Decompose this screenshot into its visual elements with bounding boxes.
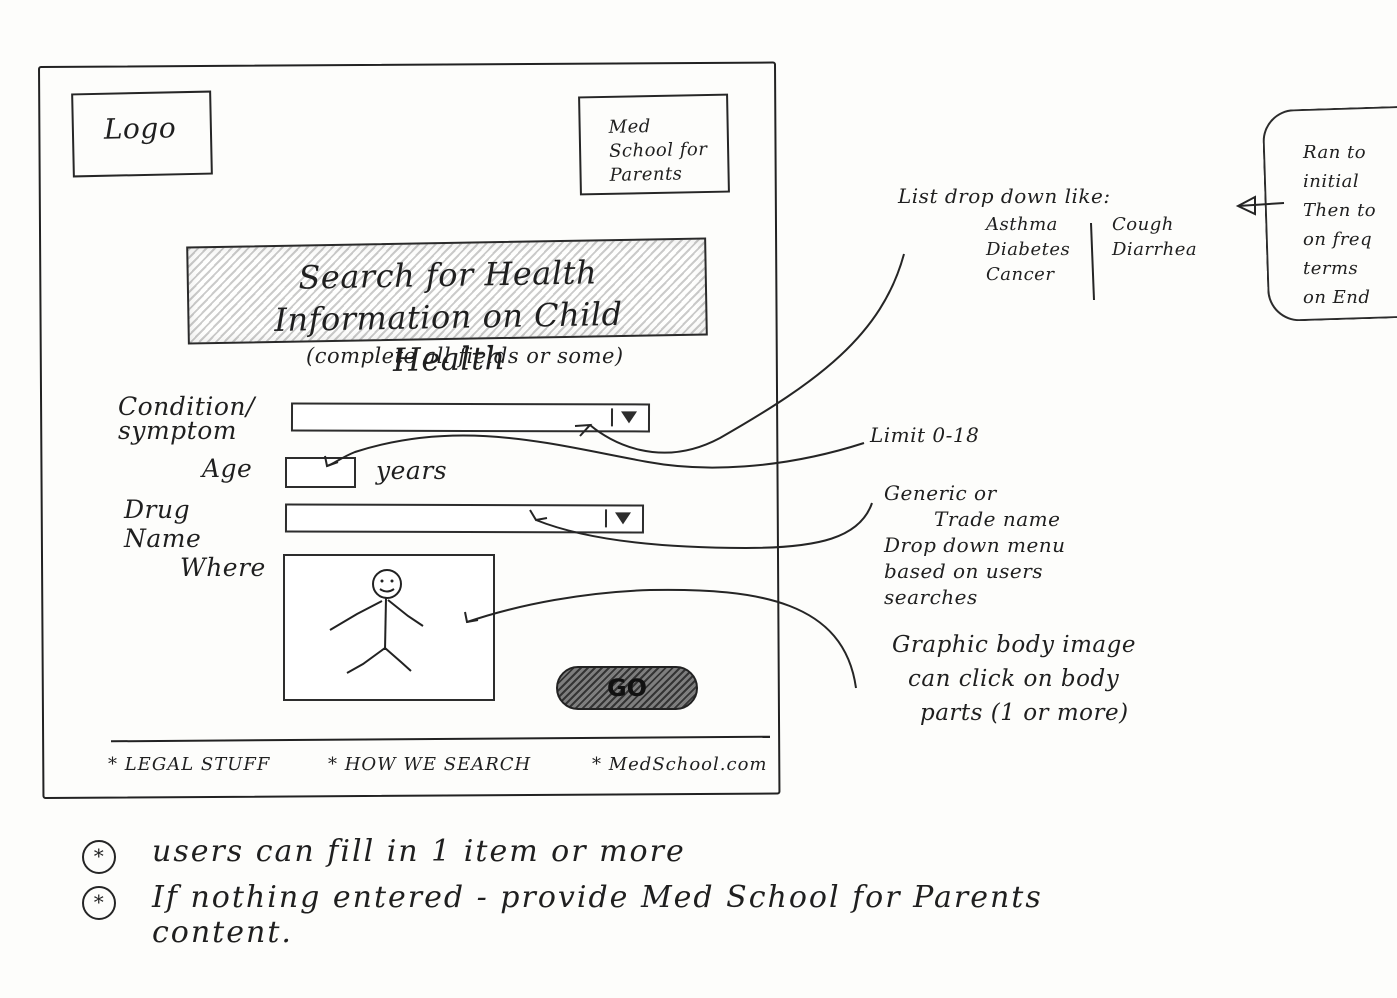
body-map[interactable] (283, 554, 495, 701)
asterisk-circle-icon: * (82, 886, 116, 920)
drug-note-line-5: searches (884, 585, 978, 609)
drug-note-line-3: Drop down menu (884, 533, 1066, 557)
body-note-line-3: parts (1 or more) (920, 700, 1129, 726)
condition-option-1: Asthma (986, 214, 1058, 235)
condition-option-5: Diarrhea (1112, 239, 1198, 260)
callout-text: Ran to initial Then to on freq terms on … (1303, 138, 1393, 312)
where-label: Where (180, 553, 266, 582)
footer-link-legal[interactable]: * LEGAL STUFF (108, 754, 271, 775)
bottom-note-text-1: users can fill in 1 item or more (152, 834, 686, 869)
condition-note-left: Asthma Diabetes Cancer (986, 212, 1070, 287)
age-label: Age (202, 454, 253, 483)
drug-name-label: Drug Name (124, 495, 202, 553)
age-field[interactable] (285, 457, 356, 488)
asterisk-circle-icon: * (82, 840, 116, 874)
condition-note-intro: List drop down like: (898, 184, 1111, 208)
body-note-line-2: can click on body (908, 666, 1120, 692)
bottom-note-1: * users can fill in 1 item or more (82, 834, 1082, 880)
bottom-note-2: * If nothing entered - provide Med Schoo… (82, 880, 1082, 950)
drug-name-note: Generic or Trade name Drop down menu bas… (884, 480, 1066, 610)
body-image-note: Graphic body image can click on body par… (892, 628, 1136, 730)
page-subtitle: (complete all fields or some) (306, 344, 624, 368)
condition-note-right: Cough Diarrhea (1112, 212, 1197, 262)
drug-note-line-2: Trade name (934, 507, 1061, 531)
footer-link-how-we-search[interactable]: * HOW WE SEARCH (328, 754, 532, 775)
callout-line-4: on freq (1303, 229, 1373, 250)
drug-note-line-4: based on users (884, 559, 1044, 583)
bottom-note-text-2: If nothing entered - provide Med School … (152, 880, 1043, 950)
footer-link-medschool[interactable]: * MedSchool.com (592, 754, 768, 775)
condition-label: Condition/ symptom (118, 392, 255, 445)
callout-line-1: Ran to (1303, 142, 1367, 163)
condition-option-3: Cancer (986, 264, 1055, 285)
callout-line-3: Then to (1303, 200, 1377, 221)
condition-option-2: Diabetes (986, 239, 1071, 260)
body-note-line-1: Graphic body image (892, 632, 1136, 658)
age-unit: years (376, 456, 448, 485)
callout-line-5: terms (1303, 258, 1359, 279)
body-figure-icon (329, 569, 424, 674)
drug-note-line-1: Generic or (884, 481, 997, 505)
go-button[interactable]: GO (556, 666, 698, 710)
age-limit-note: Limit 0-18 (870, 423, 980, 447)
condition-option-4: Cough (1112, 214, 1174, 235)
callout-line-2: initial (1303, 171, 1360, 192)
bottom-notes: * users can fill in 1 item or more * If … (82, 834, 1082, 950)
callout-line-6: on End (1303, 287, 1371, 308)
